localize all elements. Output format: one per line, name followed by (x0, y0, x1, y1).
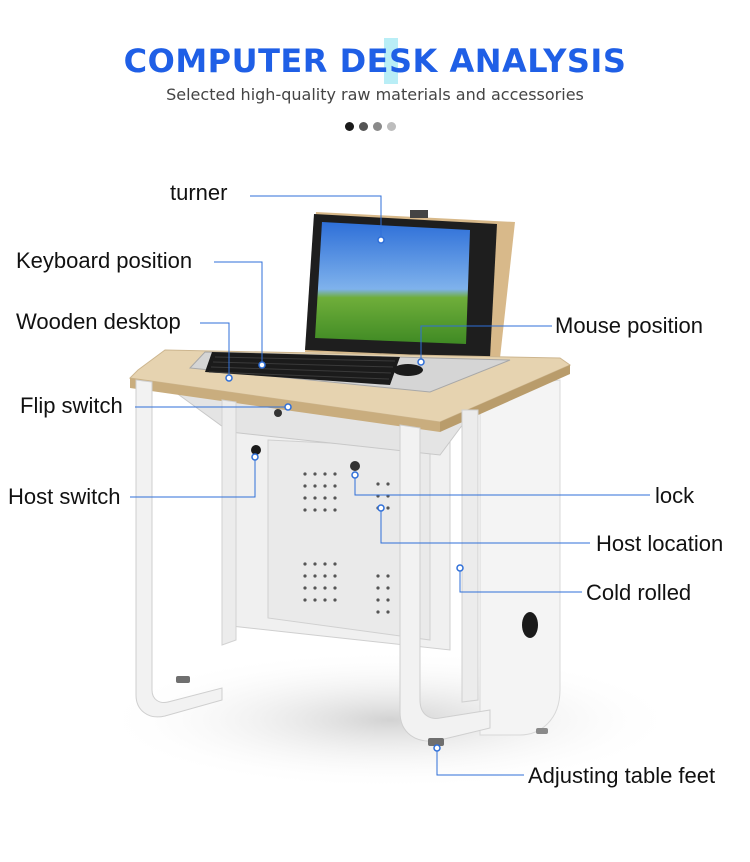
title-accent (384, 38, 398, 84)
keyboard-keys (208, 356, 396, 380)
foot-left (176, 676, 190, 683)
host-switch-button (251, 445, 261, 455)
pager-dot-1[interactable] (345, 122, 354, 131)
right-leg (399, 424, 491, 742)
leader-turner (250, 195, 382, 240)
pager-dot-2[interactable] (359, 122, 368, 131)
leader-keyboard-position (214, 261, 263, 365)
left-leg (135, 379, 223, 718)
label-turner: turner (170, 180, 228, 205)
right-leg-back (461, 409, 479, 703)
side-cabinet (479, 379, 561, 736)
label-mouse-position: Mouse position (555, 313, 703, 338)
pager-dot-4[interactable] (387, 122, 396, 131)
label-host-location: Host location (596, 531, 724, 556)
label-flip-switch: Flip switch (20, 393, 123, 418)
label-keyboard-position: Keyboard position (16, 248, 193, 273)
leader-host-location (380, 508, 590, 544)
leader-host-switch (130, 457, 256, 498)
flip-switch-knob (274, 409, 282, 417)
left-leg-back (221, 399, 237, 646)
leader-wooden-desktop (200, 322, 230, 378)
monitor-screen (315, 222, 470, 344)
foot-front (428, 738, 444, 746)
cable-hole (522, 612, 538, 638)
label-lock: lock (655, 483, 695, 508)
turner-hinge (410, 210, 428, 218)
leader-mouse-position (420, 325, 552, 362)
leader-lines (130, 195, 650, 776)
leader-cold-rolled (459, 568, 582, 593)
header: COMPUTER DESK ANALYSIS Selected high-qua… (0, 0, 750, 140)
leader-adjusting-table-feet (436, 748, 524, 776)
mouse (393, 364, 423, 376)
pager-dot-3[interactable] (373, 122, 382, 131)
page-subtitle: Selected high-quality raw materials and … (166, 85, 584, 104)
leader-lock (354, 475, 650, 496)
pager-dots (345, 122, 396, 132)
leader-endpoints (225, 236, 464, 752)
foot-right (536, 728, 548, 734)
label-adjusting-table-feet: Adjusting table feet (528, 763, 716, 788)
label-cold-rolled: Cold rolled (586, 580, 692, 605)
page-title: COMPUTER DESK ANALYSIS (123, 42, 627, 80)
label-host-switch: Host switch (8, 484, 121, 509)
label-wooden-desktop: Wooden desktop (16, 309, 181, 334)
lock-keyhole (350, 461, 360, 471)
